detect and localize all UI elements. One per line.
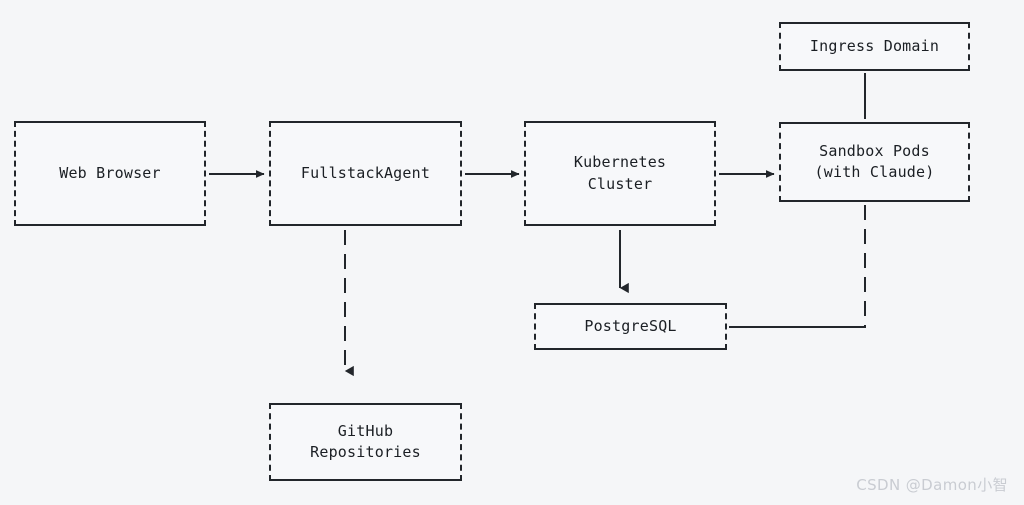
node-fullstack-agent[interactable]: FullstackAgent	[269, 121, 462, 226]
node-web-browser[interactable]: Web Browser	[14, 121, 206, 226]
node-sandbox-pods-label: Sandbox Pods (with Claude)	[814, 141, 935, 181]
node-kubernetes-cluster-label: Kubernetes Cluster	[573, 153, 667, 193]
watermark: CSDN @Damon小智	[856, 476, 1008, 494]
node-postgresql-label: PostgreSQL	[584, 316, 677, 335]
node-github-repositories[interactable]: GitHub Repositories	[269, 403, 462, 481]
node-sandbox-pods[interactable]: Sandbox Pods (with Claude)	[779, 122, 970, 202]
node-fullstack-agent-label: FullstackAgent	[300, 163, 431, 182]
node-ingress-domain[interactable]: Ingress Domain	[779, 22, 970, 71]
node-ingress-domain-label: Ingress Domain	[809, 36, 940, 55]
node-github-repositories-label: GitHub Repositories	[310, 421, 421, 461]
node-kubernetes-cluster[interactable]: Kubernetes Cluster	[524, 121, 716, 226]
node-postgresql[interactable]: PostgreSQL	[534, 303, 727, 350]
node-web-browser-label: Web Browser	[59, 163, 161, 182]
